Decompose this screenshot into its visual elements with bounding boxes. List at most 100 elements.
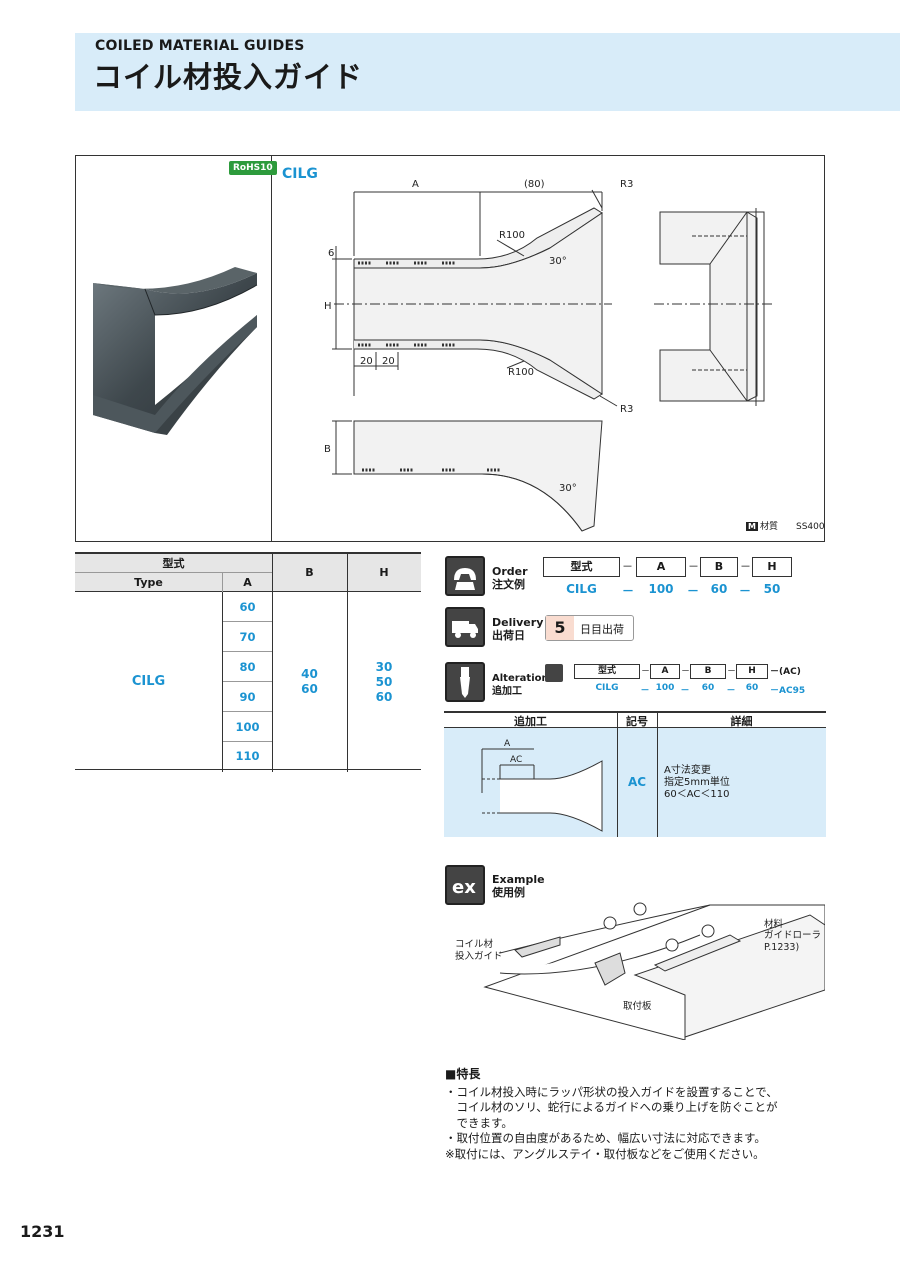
alt-col-ac-label: (AC) — [779, 667, 801, 677]
dash: － — [726, 686, 736, 696]
order-label-en: Order — [492, 565, 528, 578]
drawing-model: CILG — [282, 166, 318, 182]
technical-drawing: A (80) R3 R100 30° 6 H 20 20 R100 R3 B 3… — [324, 179, 772, 532]
a-value: 70 — [223, 622, 272, 652]
rohs-badge: RoHS10 — [229, 161, 277, 175]
alt-col-type: 型式 — [574, 664, 640, 679]
header-h: H — [379, 566, 389, 579]
alteration-sketch: A AC — [481, 739, 603, 832]
alteration-table-header — [444, 711, 826, 728]
h-values: 30 50 60 — [375, 660, 393, 704]
a-value: 100 — [223, 712, 272, 742]
alt-detail-2: 指定5mm単位 — [664, 777, 730, 788]
alterations-label-jp: 追加工 — [492, 686, 522, 697]
alt-code: AC — [627, 775, 647, 789]
features-title: ■特長 — [445, 1067, 481, 1081]
order-val-type: CILG — [566, 582, 597, 596]
alt-col-a: A — [650, 664, 680, 679]
alt-detail: A寸法変更 指定5mm単位 60＜AC＜110 — [664, 765, 730, 801]
alterations-label: Alterations 追加工 — [492, 672, 555, 698]
alt-val-type: CILG — [595, 683, 619, 693]
page-number: 1231 — [20, 1222, 65, 1241]
callout-roller-3: P.1233) — [764, 942, 799, 953]
alterations-label-en: Alterations — [492, 673, 555, 684]
spec-table-header — [75, 554, 421, 592]
order-col-h: H — [752, 557, 792, 577]
alt-val-h: 60 — [745, 683, 759, 693]
dim-h: H — [324, 301, 332, 312]
alt-dim-a: A — [504, 739, 511, 749]
dash: － — [680, 686, 690, 696]
title-en: COILED MATERIAL GUIDES — [95, 38, 305, 54]
alteration-table: 追加工 記号 詳細 A AC AC A寸法変更 指定5mm単位 60＜AC＜11… — [444, 711, 826, 837]
alt-col-b: B — [690, 664, 726, 679]
header-type-jp: 型式 — [75, 554, 272, 573]
dash: － — [688, 560, 699, 573]
a-value: 110 — [235, 749, 260, 763]
delivery-unit: 日目出荷 — [580, 623, 624, 636]
example-label-en: Example — [492, 873, 545, 886]
callout-plate: 取付板 — [623, 1000, 652, 1012]
dash: － — [681, 667, 691, 677]
order-val-a: 100 — [648, 582, 674, 596]
feature-line: できます。 — [445, 1115, 513, 1130]
dim-80: (80) — [524, 179, 545, 190]
dash: － — [640, 686, 650, 696]
callout-guide-1: コイル材 — [455, 938, 494, 950]
col-h — [347, 554, 421, 772]
truck-icon — [445, 607, 485, 647]
header-type: Type — [134, 576, 163, 589]
dim-angle-bot: 30° — [559, 483, 577, 494]
dash: － — [770, 686, 780, 696]
alt-val-b: 60 — [701, 683, 715, 693]
callout-roller-1: 材料 — [764, 918, 784, 930]
example-illustration: コイル材 投入ガイド 材料 ガイドローラ P.1233) 取付板 — [455, 902, 825, 1040]
dim-twenty-2: 20 — [382, 356, 395, 367]
divider — [617, 711, 618, 837]
drawing-frame — [75, 155, 825, 542]
svg-text:ex: ex — [452, 877, 476, 898]
alt-h-process: 追加工 — [514, 715, 547, 728]
dash: － — [641, 667, 651, 677]
delivery-label-en: Delivery — [492, 616, 544, 629]
a-value: 90 — [223, 682, 272, 712]
delivery-days: 5 — [546, 616, 574, 640]
order-col-a: A — [636, 557, 686, 577]
alt-detail-1: A寸法変更 — [664, 765, 711, 776]
feature-line: コイル材のソリ、蛇行によるガイドへの乗り上げを防ぐことが — [445, 1100, 778, 1114]
dim-six: 6 — [328, 248, 334, 259]
alt-val-a: 100 — [655, 683, 675, 693]
dim-a: A — [412, 179, 419, 190]
a-value: 80 — [223, 652, 272, 682]
delivery-box: 5 日目出荷 — [545, 615, 634, 641]
example-label-jp: 使用例 — [492, 886, 525, 899]
alt-col-ac: －(AC) — [770, 664, 801, 677]
dim-angle-top: 30° — [549, 256, 567, 267]
header-b: B — [305, 566, 314, 579]
dim-b: B — [324, 444, 331, 455]
type-value: CILG — [131, 674, 166, 689]
feature-line: ※取付には、アングルステイ・取付板などをご使用ください。 — [445, 1146, 765, 1161]
dash: － — [740, 560, 751, 573]
callout-guide-2: 投入ガイド — [455, 950, 503, 962]
phone-icon — [445, 556, 485, 596]
dash: － — [621, 584, 634, 598]
alt-dim-ac: AC — [510, 755, 522, 765]
dash: － — [727, 667, 737, 677]
b-values: 40 60 — [301, 667, 318, 696]
dash: － — [770, 667, 780, 677]
dash: － — [686, 584, 699, 598]
example-icon: ex — [445, 865, 485, 905]
order-col-b: B — [700, 557, 738, 577]
header-band — [75, 33, 900, 111]
spec-table: 型式 Type A B H CILG 60 70 80 90 100 110 4… — [75, 552, 421, 772]
alt-val-ac-code: AC95 — [779, 686, 806, 696]
material-value: SS400 — [795, 522, 825, 532]
delivery-label-jp: 出荷日 — [492, 629, 525, 642]
col-b — [272, 554, 347, 772]
dim-r100-bot: R100 — [508, 367, 534, 378]
order-label-jp: 注文例 — [492, 578, 525, 591]
feature-line: ・取付位置の自由度があるため、幅広い寸法に対応できます。 — [445, 1131, 766, 1145]
frame-divider — [271, 155, 272, 542]
